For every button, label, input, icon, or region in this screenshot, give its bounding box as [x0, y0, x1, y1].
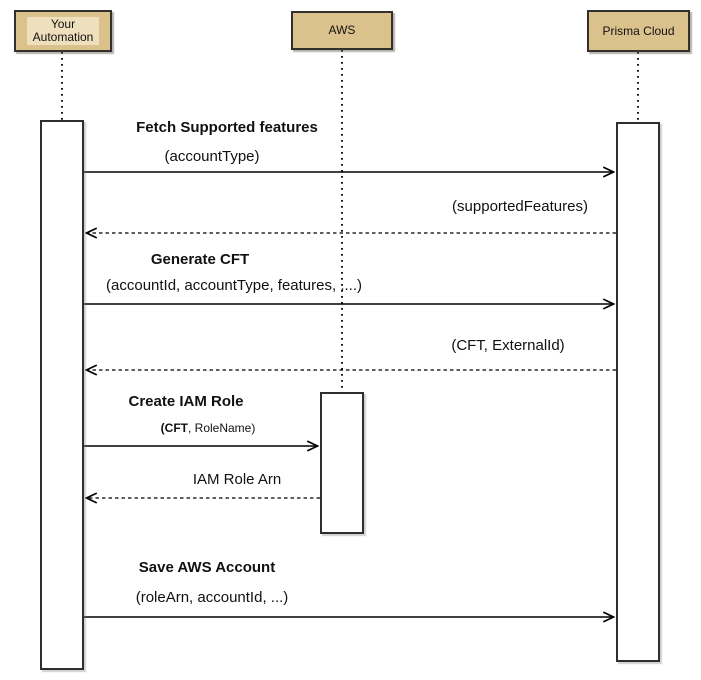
actor-box-prisma-cloud: Prisma Cloud	[587, 10, 690, 52]
activation-bar-aws	[320, 392, 364, 534]
actor-label-your-automation: Your Automation	[26, 17, 100, 45]
return-label-iam-role-arn: IAM Role Arn	[192, 471, 282, 488]
return-label-supported-features: (supportedFeatures)	[452, 198, 588, 215]
message-params-account-type: (accountType)	[164, 148, 260, 165]
message-title-generate-cft: Generate CFT	[150, 251, 250, 268]
actor-box-aws: AWS	[291, 11, 393, 50]
message-title-fetch-supported-features: Fetch Supported features	[136, 119, 318, 136]
message-title-create-iam-role: Create IAM Role	[128, 393, 244, 410]
message-params-cft-bold: (CFT	[160, 421, 188, 435]
actor-label-aws: AWS	[328, 23, 356, 37]
message-params-generate-cft: (accountId, accountType, features, ....)	[106, 277, 362, 294]
message-title-save-aws-account: Save AWS Account	[138, 559, 276, 576]
message-params-rolename: , RoleName)	[187, 421, 256, 435]
activation-bar-prisma-cloud	[616, 122, 660, 662]
message-params-create-iam-role: (CFT, RoleName)	[161, 421, 256, 435]
activation-bar-your-automation	[40, 120, 84, 670]
actor-label-prisma-cloud: Prisma Cloud	[602, 23, 675, 38]
message-params-save-aws-account: (roleArn, accountId, ...)	[135, 589, 289, 606]
return-label-cft-externalid: (CFT, ExternalId)	[451, 337, 565, 354]
actor-box-your-automation: Your Automation	[14, 10, 112, 52]
